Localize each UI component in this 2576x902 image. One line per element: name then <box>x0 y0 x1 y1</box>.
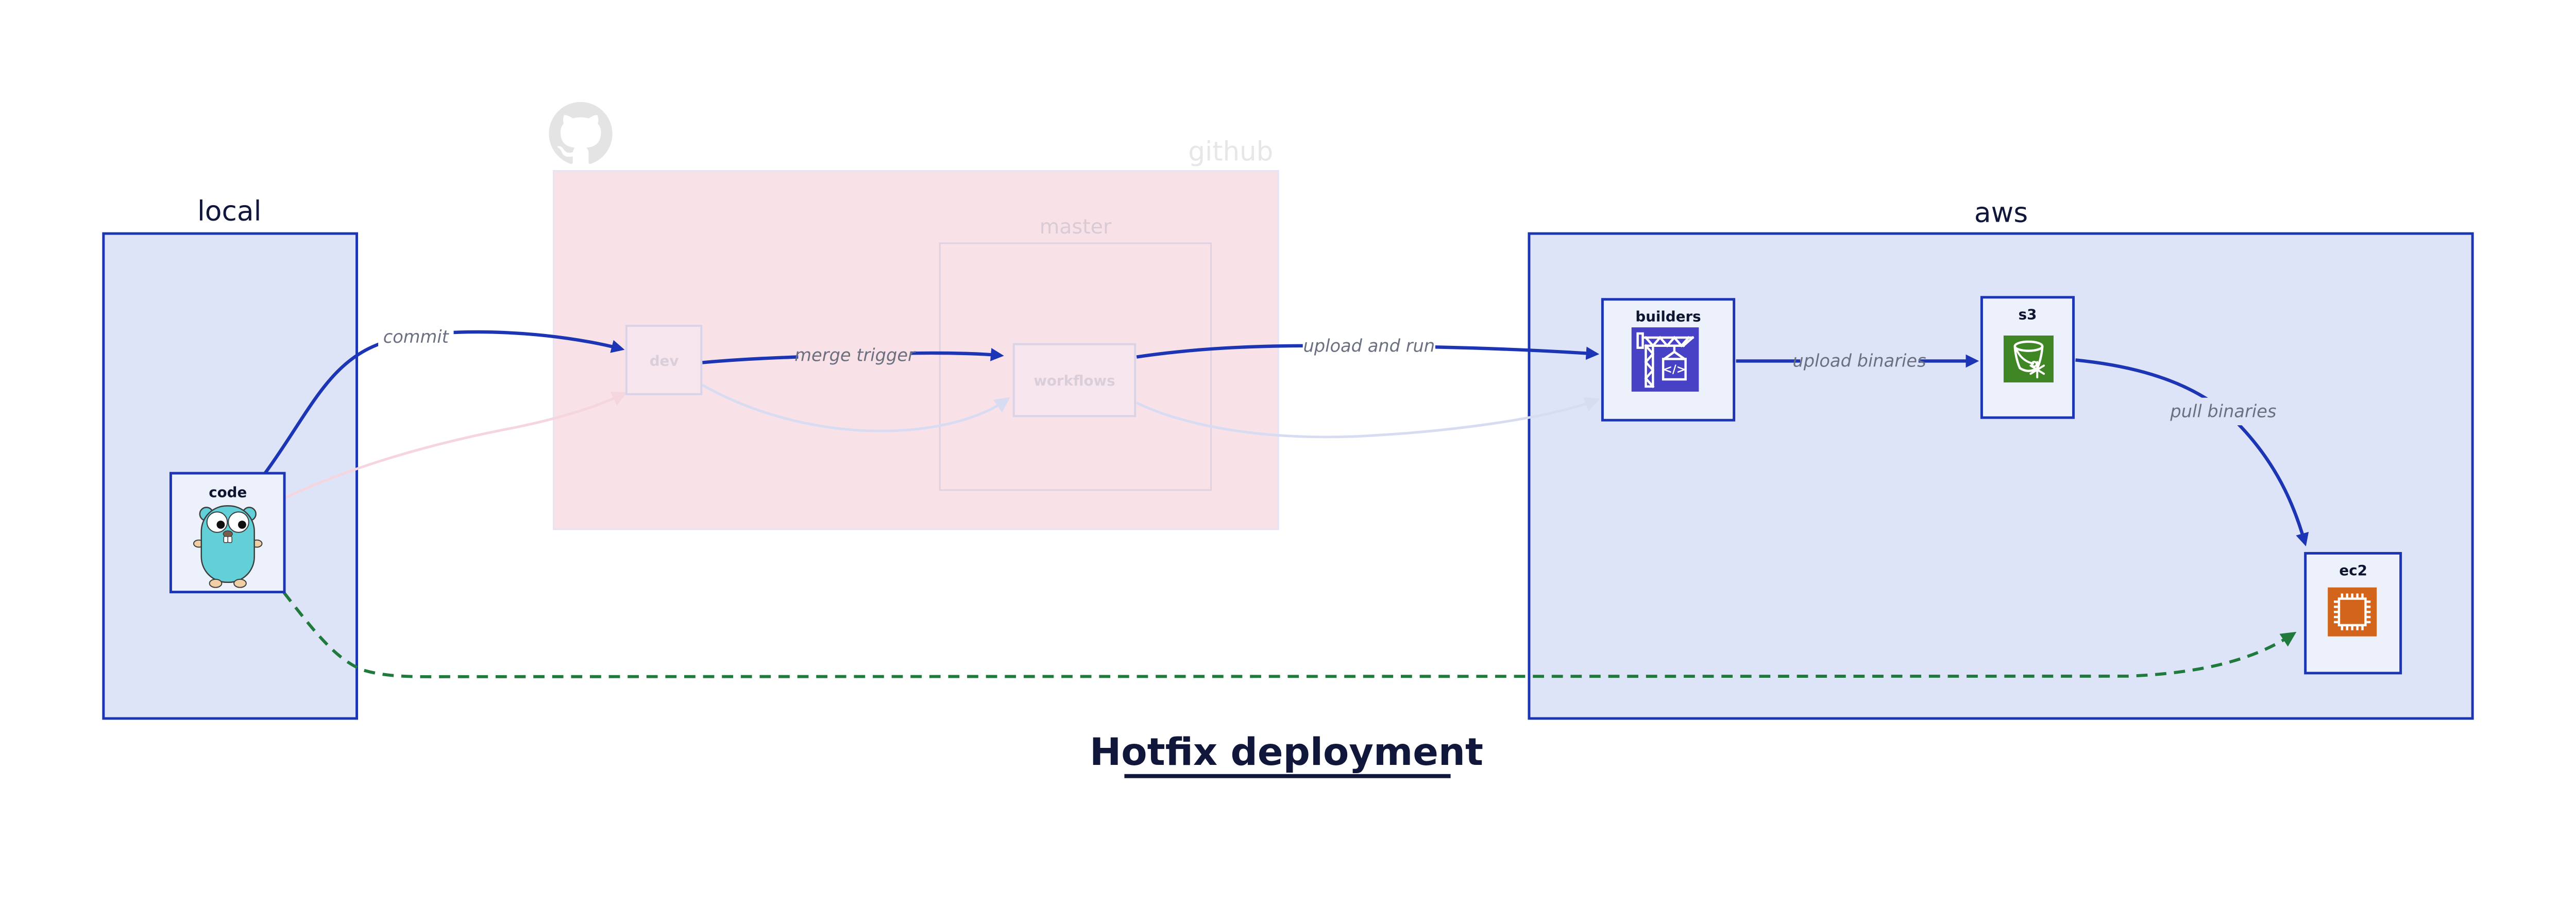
node-code: code <box>169 472 286 594</box>
s3-node-label: s3 <box>2019 306 2037 323</box>
svg-text:upload and run: upload and run <box>1303 336 1435 356</box>
go-gopher-icon <box>193 505 263 588</box>
workflows-node-box <box>1012 343 1137 417</box>
node-s3: s3 <box>1980 296 2075 419</box>
github-octocat-icon <box>549 102 613 164</box>
title-underline <box>1124 774 1451 778</box>
node-ec2: ec2 <box>2304 552 2402 675</box>
diagram-title: Hotfix deployment <box>1090 730 1483 778</box>
dev-node-box <box>625 325 703 395</box>
local-region-label: local <box>197 194 261 227</box>
ec2-chip-icon <box>2328 587 2377 637</box>
edge-dev-to-workflows-faded <box>702 383 1010 432</box>
svg-text:Hotfix deployment: Hotfix deployment <box>1090 730 1483 774</box>
edge-code-to-ec2-hotfix <box>282 591 2297 678</box>
edge-code-to-dev-faded <box>284 391 628 499</box>
master-region-label: master <box>1040 215 1112 239</box>
node-dev: dev <box>625 325 703 395</box>
edge-label-commit: commit <box>378 323 454 350</box>
master-region-box <box>939 242 1212 491</box>
workflows-node-label: workflows <box>1033 372 1115 389</box>
aws-region-label: aws <box>1974 196 2028 228</box>
s3-bucket-snowflake-icon <box>2003 335 2054 382</box>
builders-node-label: builders <box>1635 308 1701 325</box>
dev-node-label: dev <box>650 352 679 369</box>
edge-label-merge-trigger: merge trigger <box>794 340 916 370</box>
region-local: local <box>102 194 358 720</box>
builders-icon-code-glyph: </> <box>1663 363 1686 376</box>
region-master: master <box>939 215 1212 491</box>
s3-node-box <box>1980 296 2075 419</box>
ec2-node-box <box>2304 552 2402 675</box>
codebuild-crane-icon: </> <box>1631 327 1699 392</box>
node-builders: builders </> <box>1601 298 1736 422</box>
edge-label-upload-and-run: upload and run <box>1302 332 1435 360</box>
svg-text:upload binaries: upload binaries <box>1792 350 1926 371</box>
edge-label-upload-binaries: upload binaries <box>1792 346 1926 376</box>
github-region-label: github <box>1188 137 1273 168</box>
svg-text:pull binaries: pull binaries <box>2170 401 2276 421</box>
edge-workflows-to-builders-faded <box>1136 397 1600 439</box>
node-workflows: workflows <box>1012 343 1137 417</box>
svg-text:commit: commit <box>383 327 450 347</box>
edge-label-pull-binaries: pull binaries <box>2167 397 2280 426</box>
code-node-label: code <box>209 484 247 501</box>
ec2-node-label: ec2 <box>2339 562 2367 579</box>
region-github: github master <box>549 102 1279 530</box>
svg-text:merge trigger: merge trigger <box>794 345 916 365</box>
